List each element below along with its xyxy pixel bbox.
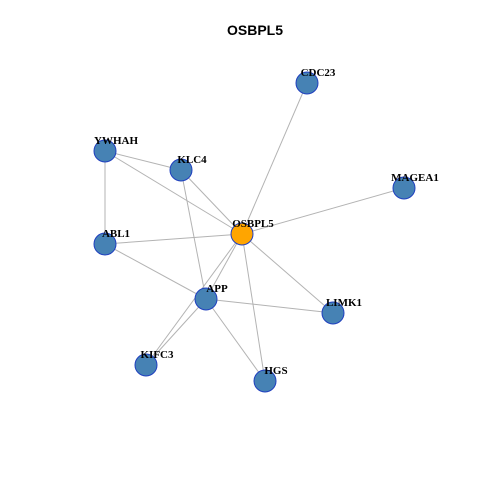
node-label-cdc23: CDC23 [301, 67, 336, 79]
diagram-title: OSBPL5 [227, 22, 283, 38]
edge-osbpl5-cdc23 [241, 82, 308, 235]
edge-app-hgs [205, 298, 266, 382]
node-label-app: APP [206, 283, 228, 295]
node-label-limk1: LIMK1 [326, 297, 362, 309]
node-osbpl5[interactable] [230, 222, 254, 246]
node-klc4[interactable] [169, 158, 193, 182]
edge-osbpl5-hgs [241, 233, 266, 382]
edge-osbpl5-ywhah [104, 150, 243, 235]
edge-klc4-app [180, 169, 207, 300]
node-label-hgs: HGS [264, 365, 287, 377]
node-cdc23[interactable] [295, 71, 319, 95]
edge-osbpl5-kifc3 [145, 233, 243, 366]
nodes-layer [93, 71, 416, 393]
edge-ywhah-klc4 [104, 150, 182, 171]
edge-osbpl5-abl1 [104, 233, 243, 245]
node-label-abl1: ABL1 [102, 228, 130, 240]
edges-layer [104, 82, 405, 382]
node-ywhah[interactable] [93, 139, 117, 163]
node-label-kifc3: KIFC3 [141, 349, 175, 361]
node-label-klc4: KLC4 [177, 154, 207, 166]
node-label-ywhah: YWHAH [94, 135, 138, 147]
edge-abl1-app [104, 243, 207, 300]
node-label-magea1: MAGEA1 [391, 172, 439, 184]
node-label-osbpl5: OSBPL5 [232, 218, 274, 230]
edge-app-limk1 [205, 298, 334, 314]
edge-osbpl5-limk1 [241, 233, 334, 314]
node-magea1[interactable] [392, 176, 416, 200]
edge-osbpl5-magea1 [241, 187, 405, 235]
node-limk1[interactable] [321, 301, 345, 325]
edge-osbpl5-klc4 [180, 169, 243, 235]
node-abl1[interactable] [93, 232, 117, 256]
node-kifc3[interactable] [134, 353, 158, 377]
edge-app-kifc3 [145, 298, 207, 366]
node-hgs[interactable] [253, 369, 277, 393]
node-app[interactable] [194, 287, 218, 311]
edge-osbpl5-app [205, 233, 243, 300]
